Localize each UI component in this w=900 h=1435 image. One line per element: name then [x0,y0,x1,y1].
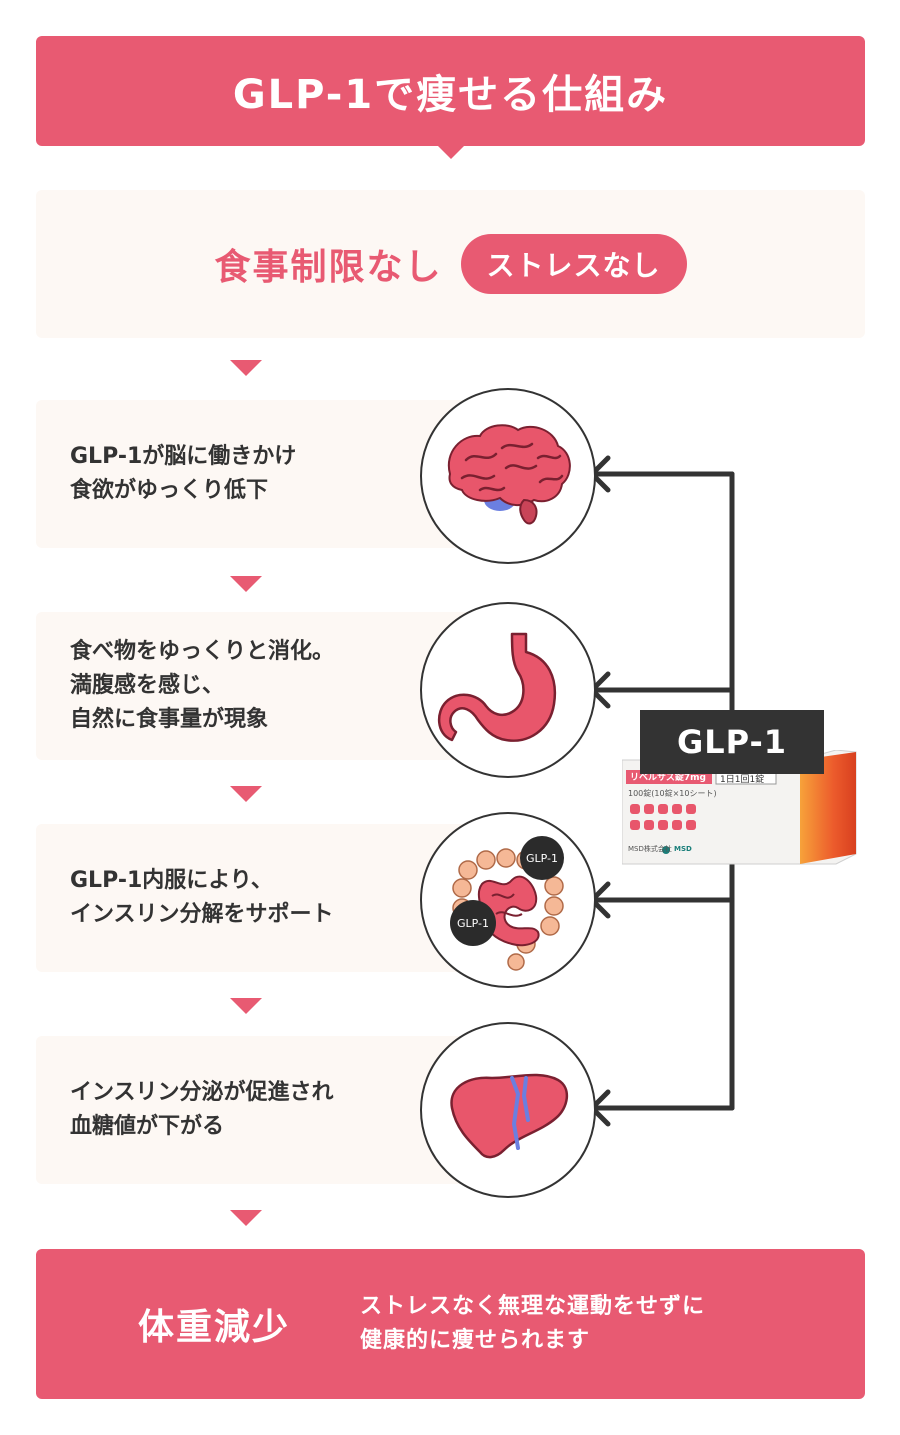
step-line: 食べ物をゆっくりと消化。 [70,639,335,664]
step-line: 満腹感を感じ、 [70,673,225,698]
medicine-box-icon [621,749,857,865]
liver-icon [450,1073,568,1159]
brain-icon [447,424,571,525]
molecule-label: GLP-1 [525,851,558,865]
brain-circle [420,388,596,564]
header-pointer [437,145,465,159]
stomach-circle [420,602,596,778]
product-logo: MSD [674,845,692,853]
step-line: インスリン分泌が促進され [70,1080,334,1105]
glp1-molecule-icon: GLP-1 [450,900,496,946]
step-text: 食べ物をゆっくりと消化。 満腹感を感じ、 自然に食事量が現象 [70,612,334,760]
step-line: 自然に食事量が現象 [70,707,269,732]
product-dose-badge: 1日1回1錠 [720,775,765,785]
product-box: リベルサス錠7mg 1日1回1錠 100錠(10錠×10シート) MSD株式会社… [621,749,882,870]
down-arrow-icon [230,1210,262,1226]
product-name: リベルサス錠7mg [630,773,706,783]
header-banner: GLP-1で痩せる仕組み [36,36,865,146]
intro-title: 食事制限なし [214,247,443,288]
glp1-label: GLP-1 [640,710,824,774]
footer-line: 健康的に痩せられます [360,1328,591,1353]
step-line: GLP-1が脳に働きかけ [70,444,297,469]
footer-banner: 体重減少 ストレスなく無理な運動をせずに 健康的に痩せられます [36,1249,865,1399]
down-arrow-icon [230,786,262,802]
footer-description: ストレスなく無理な運動をせずに 健康的に痩せられます [360,1249,705,1399]
step-text: GLP-1内服により、 インスリン分解をサポート [70,824,334,972]
product-count: 100錠(10錠×10シート) [628,789,717,798]
page-title: GLP-1で痩せる仕組み [232,72,669,118]
step-line: 血糖値が下がる [70,1114,225,1139]
step-text: インスリン分泌が促進され 血糖値が下がる [70,1036,334,1184]
intro-panel: 食事制限なし ストレスなし [36,190,865,338]
liver-circle [420,1022,596,1198]
down-arrow-icon [230,576,262,592]
step-line: インスリン分解をサポート [70,902,334,927]
intro-badge: ストレスなし [460,234,687,294]
glp1-molecule-icon: GLP-1 [520,836,564,880]
stomach-icon [438,632,557,742]
step-text: GLP-1が脳に働きかけ 食欲がゆっくり低下 [70,400,296,548]
intestine-icon [452,848,564,971]
down-arrow-icon [230,360,262,376]
step-line: 食欲がゆっくり低下 [70,478,269,503]
footer-title: 体重減少 [138,1307,291,1348]
footer-line: ストレスなく無理な運動をせずに [360,1294,706,1319]
step-line: GLP-1内服により、 [70,868,273,893]
molecule-label: GLP-1 [456,916,489,930]
intestine-circle [420,812,596,988]
down-arrow-icon [230,998,262,1014]
product-maker: MSD株式会社 [628,845,672,853]
